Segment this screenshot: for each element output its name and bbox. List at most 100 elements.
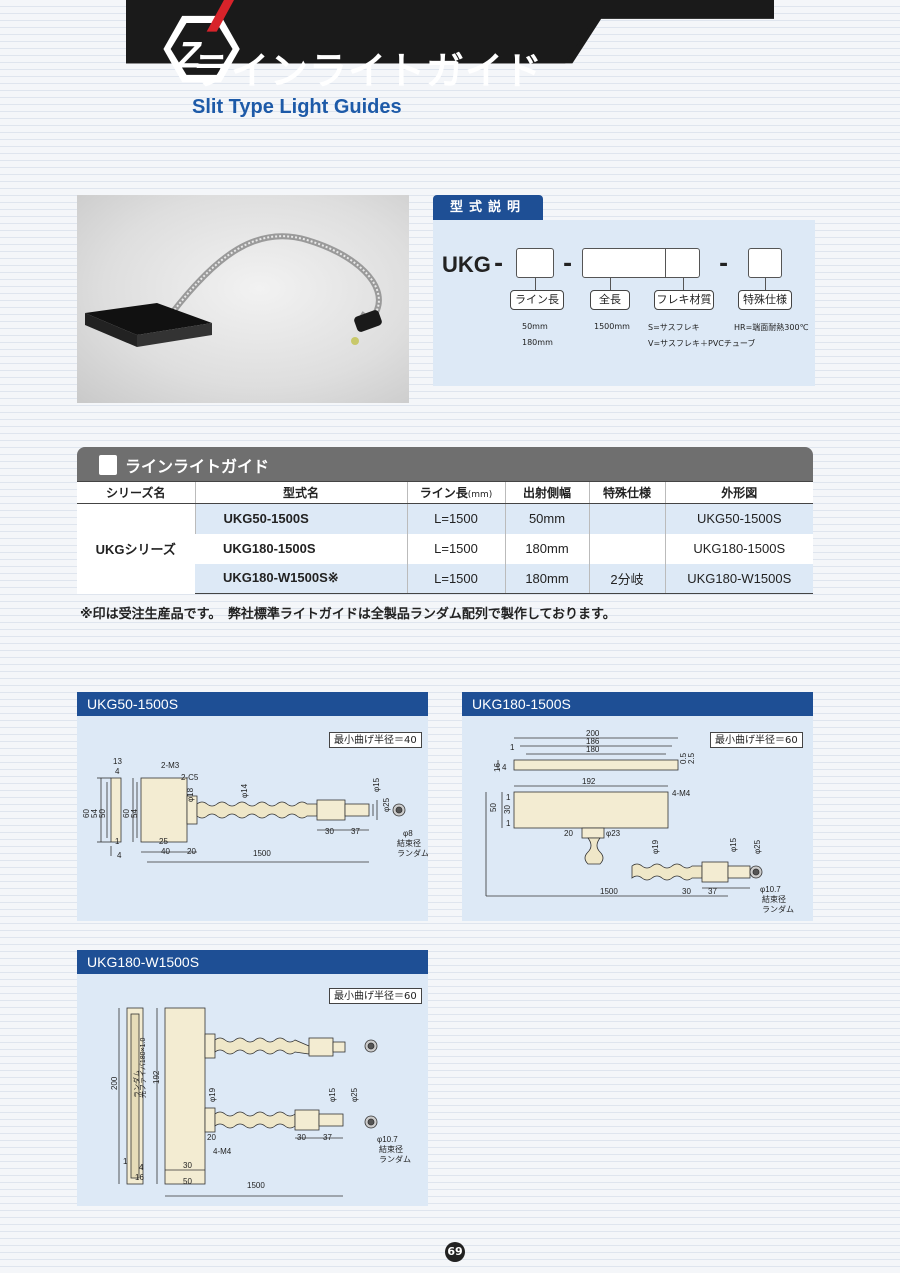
svg-text:13: 13 [113,757,122,766]
field-label-line-length: ライン長 [510,290,564,310]
svg-text:16: 16 [493,763,502,772]
col-line-length-unit: (mm) [467,490,493,500]
svg-text:1: 1 [506,819,511,828]
row-line: L=1500 [406,533,505,564]
svg-text:1: 1 [123,1157,128,1166]
svg-text:結束径: 結束径 [379,1144,403,1154]
col-model: 型式名 [194,481,407,504]
svg-text:光ファイバ180×1.0: 光ファイバ180×1.0 [138,1038,147,1098]
svg-text:30: 30 [183,1161,192,1170]
row-width: 180mm [504,533,589,564]
svg-text:20: 20 [187,847,196,856]
svg-text:1500: 1500 [247,1181,265,1190]
field-label-length: 全長 [590,290,630,310]
page-subtitle: Slit Type Light Guides [192,96,402,118]
svg-text:φ15: φ15 [729,837,738,852]
field-label-special: 特殊仕様 [738,290,792,310]
row-line: L=1500 [406,563,505,594]
svg-text:φ15: φ15 [372,777,381,792]
drawing1-title: UKG50-1500S [87,696,179,712]
svg-text:25: 25 [159,837,168,846]
col-drawing: 外形図 [664,481,813,504]
row-model: UKG180-W1500S※ [195,563,407,594]
svg-text:φ19: φ19 [208,1087,217,1102]
svg-text:60: 60 [122,809,131,818]
svg-text:φ10.7: φ10.7 [377,1135,398,1144]
header-banner: Z [126,0,774,83]
code-box-line-length [516,248,554,278]
svg-text:54: 54 [130,809,139,818]
drawing3-panel: 最小曲げ半径＝60 200 光ファイバ180×1.0 ランダム [77,974,428,1206]
svg-text:186: 186 [586,737,600,746]
svg-text:20: 20 [564,829,573,838]
drawing2-radius: 最小曲げ半径＝60 [710,732,803,748]
table-note: ※印は受注生産品です。 弊社標準ライトガイドは全製品ランダム配列で製作しておりま… [80,607,616,622]
line-length-value-1: 50mm [522,322,548,331]
svg-text:1: 1 [506,793,511,802]
svg-text:20: 20 [207,1133,216,1142]
page-number: 69 [445,1242,465,1262]
svg-text:16: 16 [135,1173,144,1182]
drawing2-title: UKG180-1500S [472,696,571,712]
svg-text:結束径: 結束径 [397,838,421,848]
svg-text:結束径: 結束径 [762,894,786,904]
col-line-length-label: ライン長 [419,486,468,500]
svg-text:30: 30 [325,827,334,836]
svg-text:60: 60 [82,809,91,818]
svg-text:φ8: φ8 [403,829,413,838]
table-row: UKGシリーズ UKG50-1500S L=1500 50mm UKG50-15… [77,503,813,594]
table-row: UKG180-W1500S※ L=1500 180mm 2分岐 UKG180-W… [77,563,813,594]
svg-text:4-M4: 4-M4 [672,789,691,798]
svg-text:37: 37 [351,827,360,836]
svg-text:200: 200 [110,1076,119,1090]
row-drawing: UKG50-1500S [664,503,813,534]
drawing2-tab-bar [462,692,813,716]
drawing3-title: UKG180-W1500S [87,954,200,970]
svg-text:30: 30 [503,805,512,814]
material-value-2: V=サスフレキ＋PVCチューブ [648,339,756,348]
spec-table: シリーズ名 型式名 ライン長(mm) 出射側幅 特殊仕様 外形図 UKGシリーズ… [77,481,813,594]
svg-text:4: 4 [502,763,507,772]
connector-3 [683,278,684,290]
svg-text:40: 40 [161,847,170,856]
connector-1 [535,278,536,290]
svg-text:1500: 1500 [600,887,618,896]
svg-text:180: 180 [586,745,600,754]
col-line-length: ライン長(mm) [406,481,505,504]
table-title: ラインライトガイド [125,457,270,476]
model-explanation-tab: 型式説明 [433,195,543,221]
svg-text:37: 37 [708,887,717,896]
drawing1-svg: 134 60 54 50 60 54 14 2-M32-C5 φ18 φ14 2… [82,757,428,863]
product-photo [77,195,409,403]
svg-text:192: 192 [152,1070,161,1084]
row-width: 180mm [504,563,589,594]
svg-text:2.5: 2.5 [687,752,696,764]
svg-text:φ19: φ19 [651,839,660,854]
svg-text:φ25: φ25 [382,797,391,812]
connector-4 [765,278,766,290]
drawing3-radius: 最小曲げ半径＝60 [329,988,422,1004]
title-square-icon [99,455,117,475]
col-series: シリーズ名 [77,481,195,504]
svg-text:1500: 1500 [253,849,271,858]
model-dash-2: - [563,252,573,277]
svg-text:2-M3: 2-M3 [161,761,180,770]
code-box-length-material [582,248,700,278]
special-value: HR=端面耐熱300℃ [734,323,809,332]
svg-text:30: 30 [682,887,691,896]
svg-text:30: 30 [297,1133,306,1142]
svg-text:4: 4 [139,1163,144,1172]
col-special: 特殊仕様 [588,481,665,504]
drawing3-svg: 200 光ファイバ180×1.0 ランダム 192 φ19 φ15 φ25 20… [110,1007,411,1197]
svg-text:192: 192 [582,777,596,786]
svg-text:37: 37 [323,1133,332,1142]
connector-2 [610,278,611,290]
row-special: 2分岐 [588,563,665,594]
drawing3-tab-bar [77,950,428,974]
field-label-material: フレキ材質 [654,290,714,310]
svg-text:2-C5: 2-C5 [181,773,199,782]
svg-text:φ18: φ18 [186,787,195,802]
drawing1-radius: 最小曲げ半径＝40 [329,732,422,748]
code-box-special [748,248,782,278]
row-width: 50mm [504,503,589,534]
